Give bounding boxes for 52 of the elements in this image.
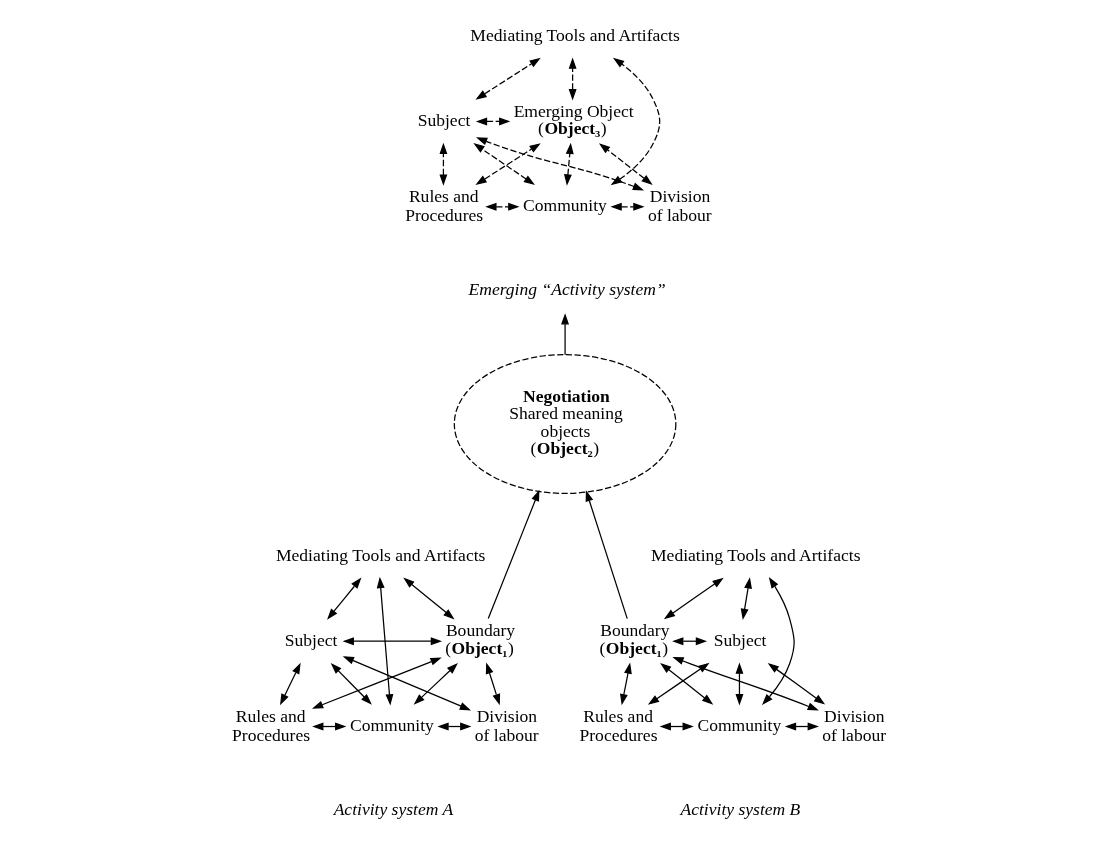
label: Activity system A [333,799,454,820]
arrow [563,142,574,186]
node-text: Subject [417,110,471,131]
node-text: Emerging Object (Object₃) [513,100,634,139]
node-text: Community [697,715,782,736]
arrow [735,662,744,706]
node-text: Emerging “Activity system” [468,279,666,300]
arrow [439,142,448,186]
arrow [598,143,653,185]
node-text: Rules and Procedures [405,186,484,225]
arrow [403,577,455,620]
node-text: Subject [713,629,767,650]
arrow [475,57,541,100]
arrow [585,490,628,620]
arrow [330,663,372,705]
node-ellipse: Negotiation Shared meaning objects (Object₂) [453,354,677,494]
node-text: Mediating Tools and Artifacts [470,24,680,45]
arrow [610,202,645,211]
node-text: Rules and Procedures [232,705,310,745]
arrow [327,577,362,620]
arrow [767,662,826,705]
node-text: Mediating Tools and Artifacts [275,544,486,565]
arrow [561,313,570,356]
arrow [568,57,577,101]
arrow [485,662,501,706]
arrow [311,657,442,709]
node-text: Division of labour [822,705,887,745]
arrow [672,657,819,711]
arrow [620,662,632,706]
node-text: Boundary (Object₁) [599,620,670,659]
node-text: Mediating Tools and Artifacts [651,544,861,565]
arrow [487,489,540,620]
arrow [475,117,511,126]
arrow [476,137,645,191]
node-text: Rules and Procedures [579,705,658,745]
arrow [762,577,795,706]
arrow [485,202,520,211]
arrow [610,57,661,186]
arrow [342,637,443,646]
node-text: Community [523,195,607,216]
arrow [376,576,394,706]
arrow [342,656,472,711]
node-text: Boundary (Object₁) [445,620,516,659]
label: Activity system B [680,799,801,820]
arrow [280,662,301,706]
node-text: Division of labour [474,705,539,745]
arrow [413,663,458,705]
node-text: Subject [284,629,338,650]
arrow [740,577,752,621]
arrow [663,577,724,620]
node-text: Division of labour [647,186,712,225]
node-text: Community [349,715,434,736]
